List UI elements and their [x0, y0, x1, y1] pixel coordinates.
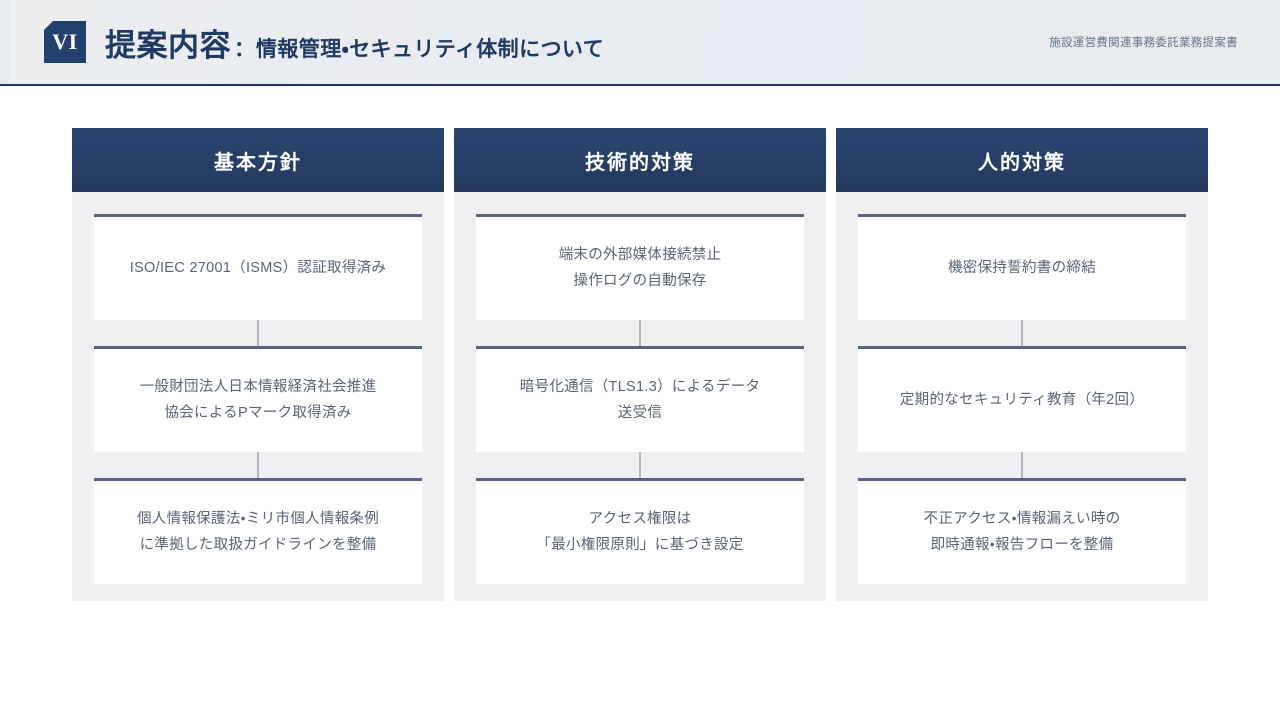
card-text: 一般財団法人日本情報経済社会推進 協会によるPマーク取得済み [139, 379, 377, 421]
column-body-technical-measures: 端末の外部媒体接続禁止 操作ログの自動保存 暗号化通信（TLS1.3）によるデー… [454, 192, 826, 584]
slide-header: VI 提案内容 ： 情報管理・セキュリティ体制について 施設運営費関連事務委託業… [0, 0, 1280, 86]
card-connector [94, 320, 422, 346]
card-human-measures-1: 機密保持誓約書の締結 [858, 214, 1186, 320]
connector-line-icon [639, 320, 641, 346]
card-connector [476, 320, 804, 346]
card-technical-measures-3: アクセス権限は 「最小権限原則」に基づき設定 [476, 478, 804, 584]
card-text: 暗号化通信（TLS1.3）によるデータ 送受信 [519, 379, 761, 421]
header-left-accent-stripe [0, 0, 10, 84]
connector-line-icon [1021, 320, 1023, 346]
card-human-measures-2: 定期的なセキュリティ教育（年2回） [858, 346, 1186, 452]
card-text: 端末の外部媒体接続禁止 操作ログの自動保存 [558, 247, 722, 289]
card-connector [476, 452, 804, 478]
column-human-measures: 人的対策 機密保持誓約書の締結 定期的なセキュリティ教育（年2回） 不正アクセス… [836, 128, 1208, 601]
connector-line-icon [257, 452, 259, 478]
card-human-measures-3: 不正アクセス・情報漏えい時の 即時通報・報告フローを整備 [858, 478, 1186, 584]
page-title-main: 提案内容 [105, 27, 231, 63]
card-connector [858, 320, 1186, 346]
column-technical-measures: 技術的対策 端末の外部媒体接続禁止 操作ログの自動保存 暗号化通信（TLS1.3… [454, 128, 826, 601]
page-title: 提案内容 ： 情報管理・セキュリティ体制について [105, 20, 604, 65]
column-header-technical-measures: 技術的対策 [454, 128, 826, 192]
card-technical-measures-2: 暗号化通信（TLS1.3）によるデータ 送受信 [476, 346, 804, 452]
document-name-label: 施設運営費関連事務委託業務提案書 [1049, 37, 1238, 49]
card-text: ISO/IEC 27001（ISMS）認証取得済み [129, 259, 387, 276]
card-basic-policy-2: 一般財団法人日本情報経済社会推進 協会によるPマーク取得済み [94, 346, 422, 452]
section-number-badge: VI [44, 21, 86, 63]
connector-line-icon [1021, 452, 1023, 478]
card-text: 機密保持誓約書の締結 [948, 259, 1096, 276]
page-title-separator: ： [234, 37, 255, 61]
slide-body: 基本方針 ISO/IEC 27001（ISMS）認証取得済み 一般財団法人日本情… [0, 86, 1280, 720]
page-title-subtitle: 情報管理・セキュリティ体制について [256, 37, 605, 61]
card-connector [94, 452, 422, 478]
card-text: 不正アクセス・情報漏えい時の 即時通報・報告フローを整備 [923, 511, 1121, 553]
card-text: 定期的なセキュリティ教育（年2回） [899, 391, 1145, 408]
column-header-basic-policy: 基本方針 [72, 128, 444, 192]
connector-line-icon [257, 320, 259, 346]
column-basic-policy: 基本方針 ISO/IEC 27001（ISMS）認証取得済み 一般財団法人日本情… [72, 128, 444, 601]
card-connector [858, 452, 1186, 478]
card-text: 個人情報保護法・ミリ市個人情報条例 に準拠した取扱ガイドラインを整備 [136, 511, 380, 553]
measures-columns: 基本方針 ISO/IEC 27001（ISMS）認証取得済み 一般財団法人日本情… [72, 128, 1208, 601]
column-body-basic-policy: ISO/IEC 27001（ISMS）認証取得済み 一般財団法人日本情報経済社会… [72, 192, 444, 584]
column-body-human-measures: 機密保持誓約書の締結 定期的なセキュリティ教育（年2回） 不正アクセス・情報漏え… [836, 192, 1208, 584]
card-basic-policy-3: 個人情報保護法・ミリ市個人情報条例 に準拠した取扱ガイドラインを整備 [94, 478, 422, 584]
connector-line-icon [639, 452, 641, 478]
card-technical-measures-1: 端末の外部媒体接続禁止 操作ログの自動保存 [476, 214, 804, 320]
card-basic-policy-1: ISO/IEC 27001（ISMS）認証取得済み [94, 214, 422, 320]
column-header-human-measures: 人的対策 [836, 128, 1208, 192]
card-text: アクセス権限は 「最小権限原則」に基づき設定 [536, 511, 744, 553]
header-title-group: VI 提案内容 ： 情報管理・セキュリティ体制について [44, 0, 604, 84]
